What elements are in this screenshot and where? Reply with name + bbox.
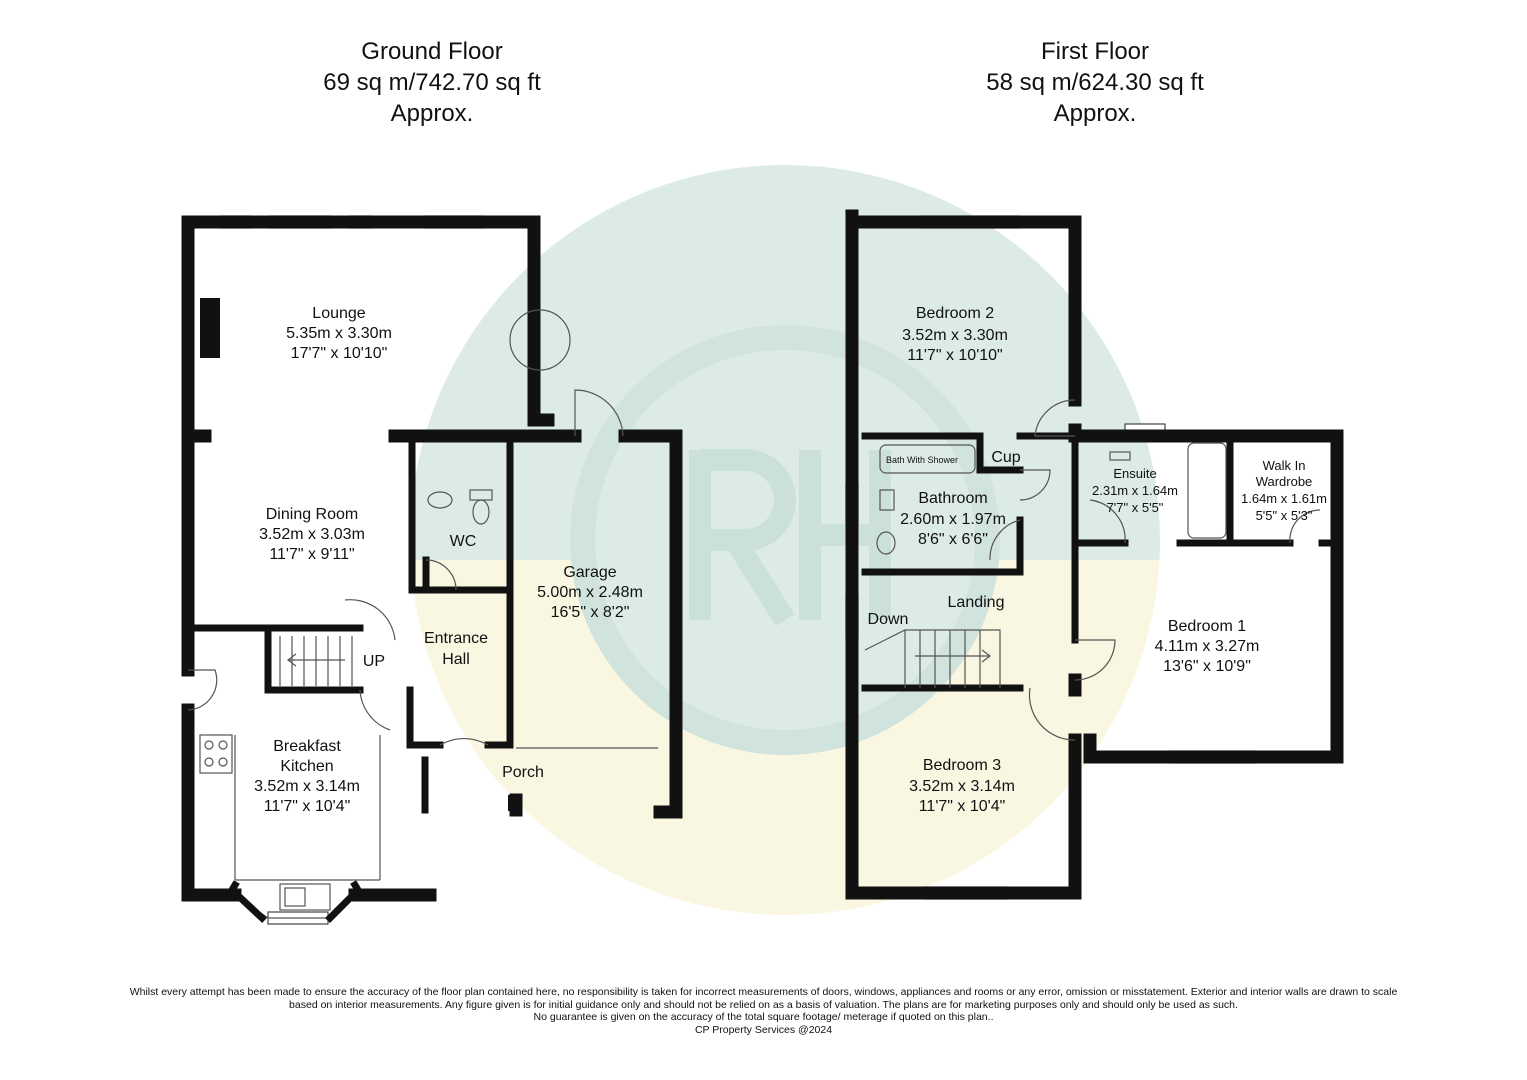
wardrobe-metric: 1.64m x 1.61m (1241, 491, 1327, 506)
bedroom2-imperial: 11'7" x 10'10" (907, 347, 1002, 364)
bedroom3-name: Bedroom 3 (923, 757, 1001, 774)
first-floor-plan (845, 209, 1344, 900)
garage-name: Garage (563, 564, 616, 581)
dining-name: Dining Room (266, 506, 358, 523)
wardrobe-name-1: Walk In (1263, 458, 1306, 473)
bath-fixture-label: Bath With Shower (886, 455, 958, 465)
bedroom1-metric: 4.11m x 3.27m (1155, 638, 1260, 655)
bedroom3-imperial: 11'7" x 10'4" (919, 798, 1006, 815)
wardrobe-name-2: Wardrobe (1256, 474, 1313, 489)
bathroom-imperial: 8'6" x 6'6" (918, 531, 988, 548)
kitchen-imperial: 11'7" x 10'4" (264, 798, 351, 815)
entrance-hall-name-1: Entrance (424, 630, 488, 647)
wc-name: WC (450, 533, 477, 550)
bedroom1-imperial: 13'6" x 10'9" (1163, 658, 1251, 675)
ground-floor-title: Ground Floor (361, 38, 503, 65)
bedroom2-name: Bedroom 2 (916, 305, 994, 322)
first-floor-approx: Approx. (1053, 100, 1137, 127)
ground-floor-approx: Approx. (390, 100, 474, 127)
lounge-imperial: 17'7" x 10'10" (291, 345, 388, 362)
cupboard-name: Cup (991, 449, 1020, 466)
ensuite-name: Ensuite (1113, 466, 1156, 481)
dining-metric: 3.52m x 3.03m (259, 526, 365, 543)
dining-imperial: 11'7" x 9'11" (269, 546, 354, 563)
first-floor-header: First Floor 58 sq m/624.30 sq ft Approx. (895, 36, 1295, 129)
disclaimer-copyright: CP Property Services @2024 (694, 1023, 833, 1036)
bedroom1-name: Bedroom 1 (1168, 618, 1246, 635)
ground-floor-area: 69 sq m/742.70 sq ft (323, 69, 541, 96)
entrance-hall-name-2: Hall (442, 651, 470, 668)
disclaimer-line-2: based on interior measurements. Any figu… (289, 998, 1238, 1011)
garage-imperial: 16'5" x 8'2" (551, 604, 630, 621)
bathroom-name: Bathroom (918, 490, 987, 507)
disclaimer-line-3: No guarantee is given on the accuracy of… (533, 1011, 994, 1023)
first-floor-area: 58 sq m/624.30 sq ft (986, 69, 1204, 96)
first-floor-title: First Floor (1041, 38, 1149, 65)
ensuite-imperial: 7'7" x 5'5" (1107, 500, 1164, 515)
lounge-name: Lounge (312, 305, 365, 322)
ensuite-metric: 2.31m x 1.64m (1092, 483, 1178, 498)
garage-metric: 5.00m x 2.48m (537, 584, 643, 601)
bathroom-metric: 2.60m x 1.97m (900, 511, 1006, 528)
disclaimer-line-1: Whilst every attempt has been made to en… (129, 986, 1398, 998)
porch-name: Porch (502, 764, 544, 781)
ground-floor-header: Ground Floor 69 sq m/742.70 sq ft Approx… (232, 36, 632, 129)
stairs-down-label: Down (868, 611, 909, 628)
kitchen-metric: 3.52m x 3.14m (254, 778, 360, 795)
kitchen-name-2: Kitchen (280, 758, 333, 775)
stairs-up-label: UP (363, 653, 385, 670)
wardrobe-imperial: 5'5" x 5'3" (1256, 508, 1313, 523)
bedroom3-metric: 3.52m x 3.14m (909, 778, 1015, 795)
landing-name: Landing (948, 594, 1005, 611)
kitchen-name-1: Breakfast (273, 738, 341, 755)
ground-floor-plan (181, 215, 683, 925)
lounge-metric: 5.35m x 3.30m (286, 325, 392, 342)
bedroom2-metric: 3.52m x 3.30m (902, 327, 1008, 344)
disclaimer: Whilst every attempt has been made to en… (60, 986, 1467, 1036)
